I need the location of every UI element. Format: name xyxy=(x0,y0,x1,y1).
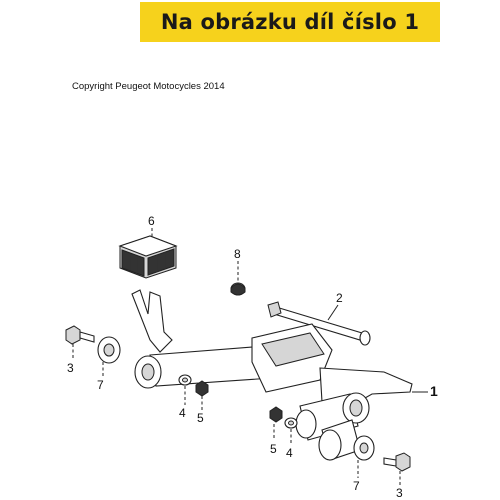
part-5-right-nut xyxy=(269,406,283,423)
callout-2: 2 xyxy=(336,291,343,305)
callout-8: 8 xyxy=(234,247,241,261)
part-7-left-bushing xyxy=(97,336,121,364)
part-5-left-nut xyxy=(195,380,209,397)
callout-3-left: 3 xyxy=(67,361,74,375)
callout-7-left: 7 xyxy=(97,378,104,392)
part-8-cap-nut xyxy=(230,282,246,296)
banner-title: Na obrázku díl číslo 1 xyxy=(160,10,420,34)
callout-5-left: 5 xyxy=(197,411,204,425)
leader-2 xyxy=(327,304,339,321)
callout-5-right: 5 xyxy=(270,442,277,456)
callout-4-left: 4 xyxy=(179,406,186,420)
callout-3-right: 3 xyxy=(396,486,403,500)
part-3-left-bolt xyxy=(65,325,95,345)
callout-1: 1 xyxy=(430,383,438,399)
part-2-long-bolt xyxy=(267,301,371,346)
part-3-right-bolt xyxy=(383,452,411,472)
part-4-left-washer xyxy=(178,374,192,386)
title-banner: Na obrázku díl číslo 1 xyxy=(140,2,440,42)
callout-4-right: 4 xyxy=(286,446,293,460)
part-1-main-frame xyxy=(131,289,413,461)
part-7-right-bushing xyxy=(353,435,375,461)
copyright-notice: Copyright Peugeot Motocycles 2014 xyxy=(72,81,225,92)
callout-6: 6 xyxy=(148,214,155,228)
part-4-right-washer xyxy=(284,417,298,429)
part-6-damper-block xyxy=(118,235,178,279)
callout-7-right: 7 xyxy=(353,479,360,493)
